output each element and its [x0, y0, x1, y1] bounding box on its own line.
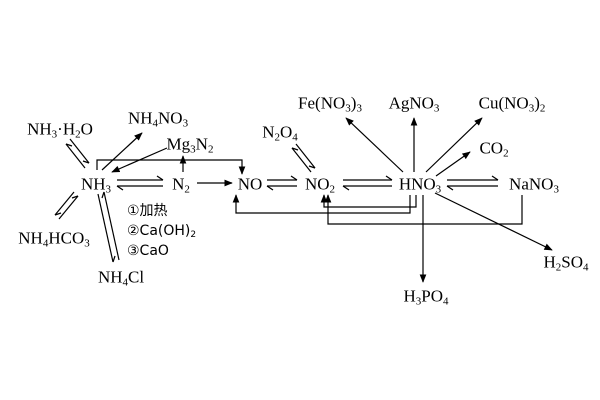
species-nano3: NaNO3: [509, 174, 559, 196]
arrow-hno3-fe-nitrate: [345, 117, 404, 173]
arrow-hno3-cu-nitrate: [425, 117, 483, 173]
arrow-hno3-no: [232, 194, 411, 214]
species-nh4cl: NH4Cl: [97, 267, 145, 289]
arrow-no2-hno3: [342, 175, 393, 191]
species-nh4hco3: NH4HCO3: [18, 228, 90, 250]
arrow-hno3-h2so4: [434, 192, 553, 251]
species-nh3: NH3: [80, 174, 112, 196]
species-h3po4: H3PO4: [403, 286, 449, 308]
arrow-nh3-nh4cl: [97, 191, 120, 263]
species-hno3: HNO3: [398, 174, 442, 196]
species-agno3: AgNO3: [388, 93, 440, 115]
arrow-nh3-n2: [116, 175, 164, 191]
species-n2o4: N2O4: [262, 122, 298, 144]
species-h2so4: H2SO4: [543, 252, 589, 274]
condition-3: ③CaO: [127, 243, 169, 259]
arrow-no2-n2o4: [291, 143, 316, 173]
arrow-nh3-nh4no3: [101, 132, 143, 171]
arrow-nano3-no2: [324, 194, 523, 225]
condition-1: ①加热: [127, 203, 168, 219]
species-no2: NO2: [304, 174, 336, 196]
arrow-hno3-no2: [320, 194, 417, 208]
arrow-nh3-nh3h2o: [65, 138, 90, 169]
species-co2: CO2: [479, 138, 509, 160]
arrow-hno3-nano3: [446, 175, 499, 191]
species-mg3n2: Mg3N2: [166, 134, 214, 156]
species-no: NO: [237, 174, 263, 194]
species-cu-nitrate: Cu(NO3)2: [478, 93, 546, 115]
arrow-no-no2: [266, 175, 298, 191]
species-n2: N2: [172, 174, 190, 196]
species-fe-nitrate: Fe(NO3)3: [298, 93, 362, 115]
species-nh3-h2o: NH3·H2O: [27, 119, 93, 141]
species-nh4no3: NH4NO3: [127, 108, 189, 130]
condition-2: ②Ca(OH)2: [127, 223, 197, 240]
arrow-nh3-nh4hco3: [54, 191, 79, 220]
arrow-hno3-co2: [435, 151, 471, 177]
arrow-nh3-no: [96, 159, 246, 175]
